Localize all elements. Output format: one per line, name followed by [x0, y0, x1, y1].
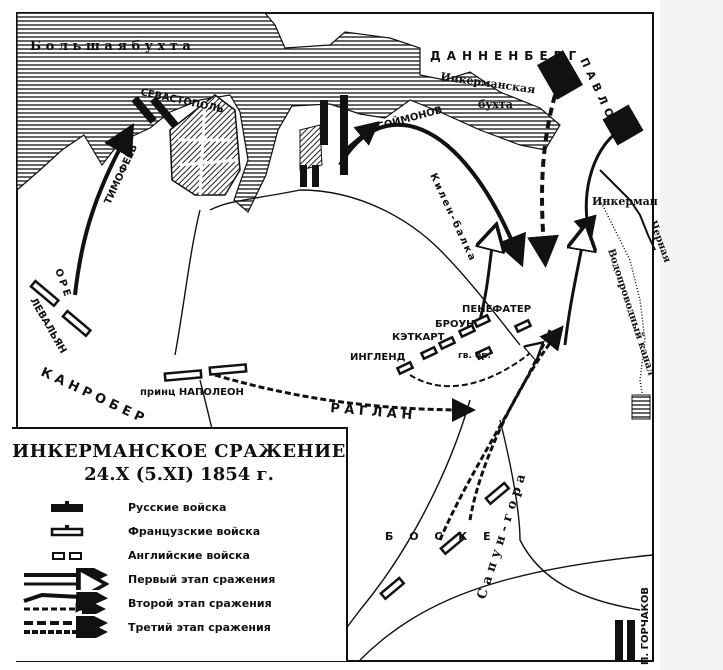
- big-bay-water: [16, 12, 561, 213]
- legend-date: 24.X (5.XI) 1854 г.: [84, 464, 274, 485]
- third-stage-arrows-icon: [24, 616, 108, 638]
- second-stage-arrows-icon: [23, 592, 108, 614]
- label-dannenberg: ДАННЕНБЕРГ: [430, 49, 582, 63]
- legend-label: Французские войска: [128, 524, 261, 538]
- allied-troops: [29, 279, 533, 601]
- russian-troops-icon: [51, 501, 83, 512]
- reservoir: [631, 394, 651, 420]
- movement-arrows: [73, 94, 621, 541]
- label-inkerman: Инкерман: [592, 195, 658, 208]
- label-inkerman-bay-2: бухта: [478, 98, 513, 111]
- label-raglan: Р А Г Л А Н: [330, 401, 413, 423]
- label-inglend: ИНГЛЕНД: [350, 352, 406, 363]
- first-stage-arrows-icon: [24, 568, 112, 590]
- legend-item: Французские войска: [12, 519, 346, 543]
- legend-item: Русские войска: [12, 495, 346, 519]
- label-gorchakov: П. ГОРЧАКОВ: [640, 587, 651, 665]
- label-penefater: ПЕНЕФАТЕР: [462, 304, 531, 315]
- label-boske: Б О С К Е: [385, 530, 497, 543]
- english-troops-icon: [52, 552, 82, 560]
- aqueduct-canal: [599, 199, 646, 411]
- legend-label: Русские войска: [128, 500, 227, 514]
- legend-item: Второй этап сражения: [12, 591, 346, 615]
- legend-label: Третий этап сражения: [128, 620, 271, 634]
- map-legend: ИНКЕРМАНСКОЕ СРАЖЕНИЕ 24.X (5.XI) 1854 г…: [12, 427, 348, 661]
- label-broun: БРОУН: [435, 319, 475, 330]
- legend-title: ИНКЕРМАНСКОЕ СРАЖЕНИЕ: [12, 441, 346, 462]
- legend-item: Первый этап сражения: [12, 567, 346, 591]
- label-napoleon: принц НАПОЛЕОН: [140, 387, 244, 398]
- chernaya-river: [599, 169, 656, 251]
- label-big-bay: Б о л ь ш а я б у х т а: [30, 39, 191, 54]
- label-ketkart: КЭТКАРТ: [392, 332, 445, 343]
- legend-label: Первый этап сражения: [128, 572, 276, 586]
- sevastopol-city: [169, 94, 323, 196]
- french-troops-icon: [50, 525, 84, 537]
- legend-label: Второй этап сражения: [128, 596, 272, 610]
- legend-item: Третий этап сражения: [12, 615, 346, 639]
- label-guards: гв. бр.: [458, 350, 491, 361]
- legend-item: Английские войска: [12, 543, 346, 567]
- russian-troops: [131, 50, 644, 660]
- legend-label: Английские войска: [128, 548, 250, 562]
